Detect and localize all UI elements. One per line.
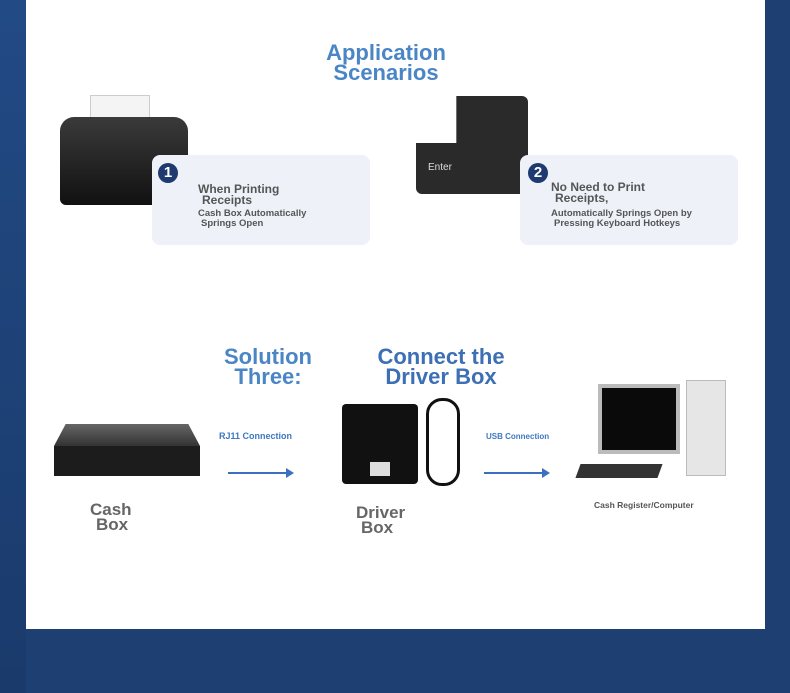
background-left bbox=[0, 0, 26, 693]
arrow-right-icon bbox=[484, 468, 550, 478]
enter-key-image: Enter bbox=[416, 96, 528, 194]
text: Driver bbox=[356, 503, 406, 522]
number-badge: 2 bbox=[528, 163, 548, 183]
text: Cash Box Automatically bbox=[198, 208, 307, 219]
text: Automatically Springs Open by bbox=[551, 208, 692, 219]
title-line: Application bbox=[326, 40, 446, 65]
title-line: Three: bbox=[234, 364, 302, 389]
text: Pressing Keyboard Hotkeys bbox=[554, 218, 681, 229]
driver-box-image bbox=[342, 404, 418, 484]
title-line: Driver Box bbox=[385, 364, 497, 389]
text: Box bbox=[361, 518, 394, 537]
text: Springs Open bbox=[201, 218, 264, 229]
text: Box bbox=[96, 515, 129, 534]
usb-cable-image bbox=[426, 398, 460, 486]
title-line: Solution bbox=[224, 344, 312, 369]
title-line: Scenarios bbox=[333, 60, 439, 85]
computer-image bbox=[575, 380, 726, 488]
text: No Need to Print bbox=[551, 180, 646, 194]
text: Receipts, bbox=[555, 191, 609, 205]
enter-key-label: Enter bbox=[428, 162, 452, 173]
section-title: Application Scenarios bbox=[306, 40, 466, 85]
solution-title: Solution Three: bbox=[206, 344, 330, 389]
title-line: Connect the bbox=[377, 344, 505, 369]
number-badge: 1 bbox=[158, 163, 178, 183]
computer-label: Cash Register/Computer bbox=[594, 500, 694, 510]
arrow-right-icon bbox=[228, 468, 294, 478]
rj11-connection-label: RJ11 Connection bbox=[219, 431, 293, 441]
text: Cash bbox=[90, 500, 132, 519]
usb-connection-label: USB Connection bbox=[486, 432, 550, 441]
cash-box-image bbox=[54, 424, 200, 476]
text: Receipts bbox=[202, 193, 253, 207]
text: When Printing bbox=[198, 182, 280, 196]
connect-title: Connect the Driver Box bbox=[364, 344, 518, 389]
